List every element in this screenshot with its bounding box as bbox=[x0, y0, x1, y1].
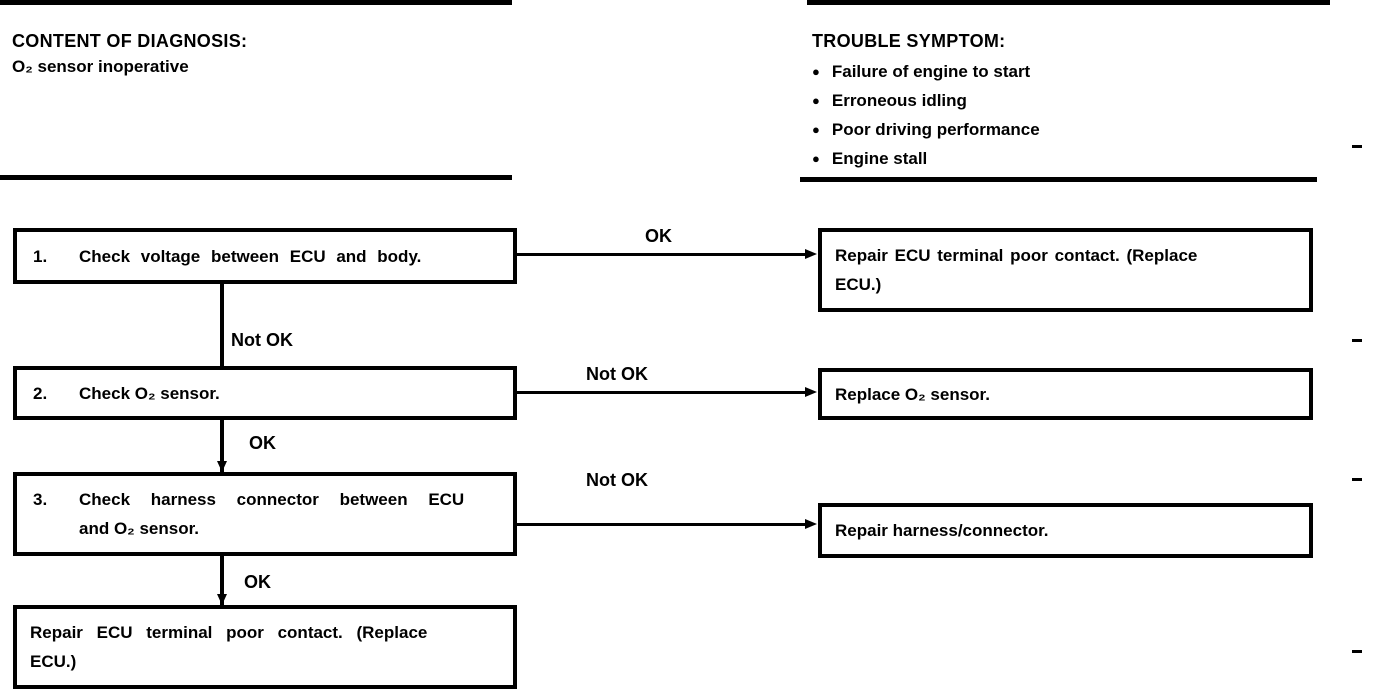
symptom-item-label: Poor driving performance bbox=[831, 120, 1040, 139]
result-1-box: Repair ECU terminal poor contact. (Repla… bbox=[818, 228, 1313, 312]
step-number: 3. bbox=[33, 490, 48, 509]
symptom-item: ● Failure of engine to start bbox=[812, 58, 1332, 87]
branch-label-right-2: Not OK bbox=[586, 364, 648, 384]
symptom-list: ● Failure of engine to start ● Erroneous… bbox=[812, 58, 1332, 174]
arrow-down-icon bbox=[217, 594, 227, 605]
diagnosis-description: O₂ sensor inoperative bbox=[12, 57, 189, 76]
symptom-item-label: Erroneous idling bbox=[831, 91, 967, 110]
branch-label-right-3: Not OK bbox=[586, 470, 648, 490]
step-3-box: 3. Check harness connector between ECU a… bbox=[13, 472, 517, 556]
bullet-icon: ● bbox=[812, 151, 820, 166]
symptom-title: TROUBLE SYMPTOM: bbox=[812, 31, 1006, 51]
arrow-right-icon bbox=[805, 519, 817, 529]
diagnosis-title: CONTENT OF DIAGNOSIS: bbox=[12, 31, 248, 51]
top-right-rule bbox=[807, 0, 1330, 5]
result-text: Repair harness/connector. bbox=[835, 521, 1049, 540]
step-1-box: 1. Check voltage between ECU and body. bbox=[13, 228, 517, 284]
symptom-item: ● Erroneous idling bbox=[812, 87, 1332, 116]
connector-step1-step2 bbox=[220, 283, 224, 366]
step-text: Check harness connector between ECU and … bbox=[79, 490, 465, 538]
margin-tick bbox=[1352, 650, 1362, 653]
step-text: Check O₂ sensor. bbox=[79, 383, 220, 403]
symptom-header: TROUBLE SYMPTOM: ● Failure of engine to … bbox=[812, 28, 1332, 174]
bullet-icon: ● bbox=[812, 93, 820, 108]
diagnosis-header: CONTENT OF DIAGNOSIS: O₂ sensor inoperat… bbox=[12, 28, 512, 80]
bullet-icon: ● bbox=[812, 64, 820, 79]
final-action-box: Repair ECU terminal poor contact. (Repla… bbox=[13, 605, 517, 689]
connector-step3-result3 bbox=[517, 523, 806, 526]
margin-tick bbox=[1352, 478, 1362, 481]
result-text: Replace O₂ sensor. bbox=[835, 384, 990, 404]
connector-step3-final bbox=[220, 555, 224, 605]
step-number: 2. bbox=[33, 383, 48, 403]
branch-label-right-1: OK bbox=[645, 226, 672, 246]
symptom-item-label: Failure of engine to start bbox=[831, 62, 1031, 81]
symptom-item: ● Engine stall bbox=[812, 145, 1332, 174]
branch-label-down-1: Not OK bbox=[231, 330, 293, 350]
arrow-right-icon bbox=[805, 387, 817, 397]
connector-step2-step3 bbox=[220, 419, 224, 472]
step-number: 1. bbox=[33, 246, 48, 266]
top-left-rule bbox=[0, 0, 512, 5]
bullet-icon: ● bbox=[812, 122, 820, 137]
margin-tick bbox=[1352, 339, 1362, 342]
branch-label-down-3: OK bbox=[244, 572, 271, 592]
arrow-down-icon bbox=[217, 461, 227, 472]
mid-right-rule bbox=[800, 177, 1317, 182]
symptom-item-label: Engine stall bbox=[831, 149, 928, 168]
final-action-text: Repair ECU terminal poor contact. (Repla… bbox=[30, 623, 428, 671]
step-text: Check voltage between ECU and body. bbox=[79, 246, 422, 266]
arrow-right-icon bbox=[805, 249, 817, 259]
symptom-item: ● Poor driving performance bbox=[812, 116, 1332, 145]
connector-step1-result1 bbox=[517, 253, 806, 256]
result-text: Repair ECU terminal poor contact. (Repla… bbox=[835, 246, 1198, 294]
branch-label-down-2: OK bbox=[249, 433, 276, 453]
step-2-box: 2. Check O₂ sensor. bbox=[13, 366, 517, 420]
connector-step2-result2 bbox=[517, 391, 806, 394]
mid-left-rule bbox=[0, 175, 512, 180]
result-2-box: Replace O₂ sensor. bbox=[818, 368, 1313, 420]
result-3-box: Repair harness/connector. bbox=[818, 503, 1313, 558]
margin-tick bbox=[1352, 145, 1362, 148]
